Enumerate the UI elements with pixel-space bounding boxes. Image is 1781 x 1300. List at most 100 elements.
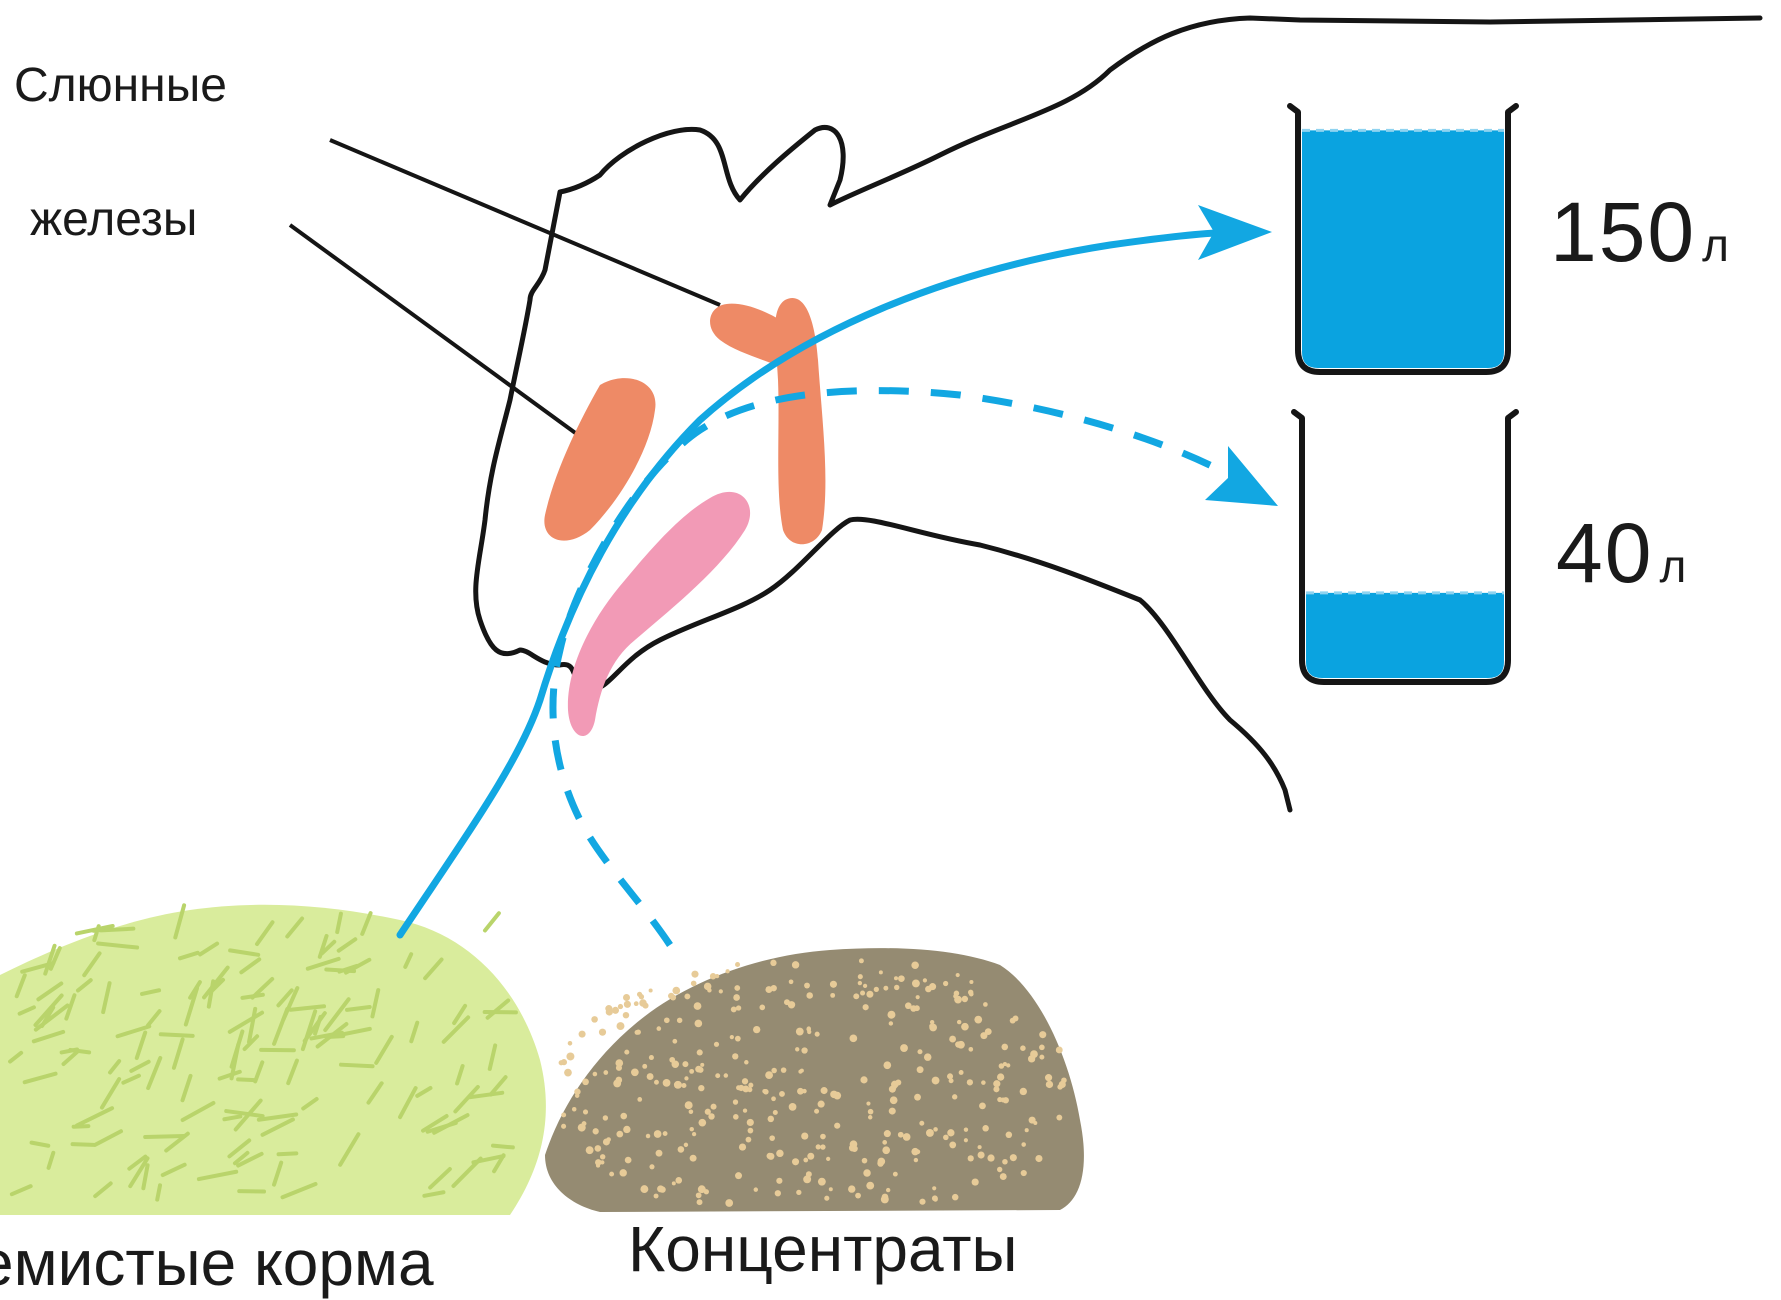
concentrate-speck (803, 1158, 808, 1163)
concentrate-speck (894, 976, 898, 980)
concentrate-speck (1020, 1088, 1027, 1095)
concentrate-speck (1030, 1050, 1038, 1058)
beaker-150-value: 150 (1550, 185, 1696, 279)
concentrate-speck (1001, 1098, 1006, 1103)
concentrate-speck (980, 1032, 987, 1039)
concentrate-speck (801, 1132, 808, 1139)
leader-line-upper (330, 140, 720, 305)
concentrate-speck (639, 999, 646, 1006)
cow-head-outline (476, 18, 1760, 810)
concentrate-speck (618, 1004, 623, 1009)
concentrate-speck (586, 1146, 594, 1154)
concentrate-speck (792, 1158, 799, 1165)
concentrate-speck (649, 1164, 654, 1169)
concentrate-speck (564, 1069, 572, 1077)
concentrate-speck (893, 1172, 898, 1177)
concentrate-speck (858, 974, 863, 979)
concentrate-speck (853, 993, 859, 999)
concentrate-pile (545, 948, 1084, 1212)
concentrate-speck (866, 991, 873, 998)
concentrate-speck (765, 1071, 773, 1079)
concentrate-speck (725, 1199, 733, 1207)
concentrate-speck (982, 1125, 989, 1132)
concentrate-speck (649, 988, 653, 992)
concentrate-speck (748, 1083, 753, 1088)
hay-strand (493, 1146, 513, 1148)
concentrate-speck (600, 1154, 605, 1159)
concentrate-speck (742, 1078, 748, 1084)
concentrate-speck (824, 1196, 829, 1201)
concentrate-speck (668, 993, 674, 999)
concentrate-speck (605, 1005, 612, 1012)
concentrate-speck (711, 1104, 717, 1110)
concentrate-speck (657, 1026, 662, 1031)
concentrate-speck (767, 1153, 773, 1159)
concentrate-speck (747, 1119, 754, 1126)
concentrate-speck (997, 1073, 1004, 1080)
concentrate-speck (1056, 1115, 1062, 1121)
concentrate-speck (1021, 1170, 1027, 1176)
concentrate-speck (919, 1199, 925, 1205)
concentrate-speck (715, 974, 719, 978)
concentrate-speck (619, 1169, 626, 1176)
concentrate-speck (734, 985, 740, 991)
concentrate-speck (733, 994, 740, 1001)
concentrate-speck (735, 1172, 742, 1179)
concentrate-speck (561, 1112, 566, 1117)
concentrate-speck (866, 1182, 874, 1190)
concentrate-speck (830, 981, 837, 988)
concentrate-speck (616, 1131, 623, 1138)
concentrate-speck (695, 1066, 702, 1073)
concentrate-speck (983, 1002, 988, 1007)
concentrate-speck (792, 961, 799, 968)
concentrate-speck (677, 1018, 682, 1023)
concentrate-speck (898, 1132, 904, 1138)
concentrate-speck (674, 1081, 682, 1089)
concentrate-speck (724, 1073, 729, 1078)
concentrate-speck (820, 1134, 826, 1140)
concentrate-speck (804, 983, 810, 989)
concentrate-speck (858, 981, 862, 985)
concentrate-speck (932, 1186, 936, 1190)
concentrate-speck (814, 1109, 819, 1114)
concentrate-speck (874, 987, 879, 992)
concentrate-speck (759, 1005, 765, 1011)
concentrate-speck (725, 969, 729, 973)
concentrate-speck (579, 1031, 586, 1038)
concentrate-speck (816, 1144, 821, 1149)
concentrate-speck (964, 1127, 968, 1131)
concentrate-speck (692, 1132, 696, 1136)
concentrate-speck (623, 1126, 630, 1133)
concentrate-speck (637, 1097, 642, 1102)
concentrate-speck (698, 1119, 706, 1127)
concentrate-speck (949, 1036, 956, 1043)
hay-strand (73, 1144, 94, 1145)
concentrate-speck (849, 1144, 856, 1151)
concentrate-speck (925, 986, 932, 993)
concentrate-speck (886, 1188, 890, 1192)
concentrate-speck (768, 1116, 774, 1122)
concentrate-speck (765, 986, 772, 993)
concentrate-speck (685, 1101, 693, 1109)
concentrate-speck (649, 1055, 654, 1060)
concentrate-speck (730, 1035, 734, 1039)
concentrate-speck (859, 958, 864, 963)
concentrate-speck (640, 1185, 648, 1193)
concentrate-speck (795, 1047, 799, 1051)
concentrate-speck (743, 1108, 747, 1112)
concentrate-speck (776, 1150, 783, 1157)
concentrate-speck (572, 1107, 577, 1112)
concentrate-speck (911, 1148, 918, 1155)
concentrate-speck (947, 1073, 953, 1079)
concentrate-speck (773, 1110, 778, 1115)
concentrate-speck (1035, 1155, 1042, 1162)
concentrate-speck (796, 1028, 804, 1036)
concentrate-speck (978, 1145, 982, 1149)
concentrate-speck (924, 1053, 931, 1060)
concentrate-speck (826, 1157, 830, 1161)
concentrate-speck (672, 1181, 676, 1185)
concentrate-speck (956, 973, 960, 977)
concentrate-speck (1039, 1055, 1044, 1060)
